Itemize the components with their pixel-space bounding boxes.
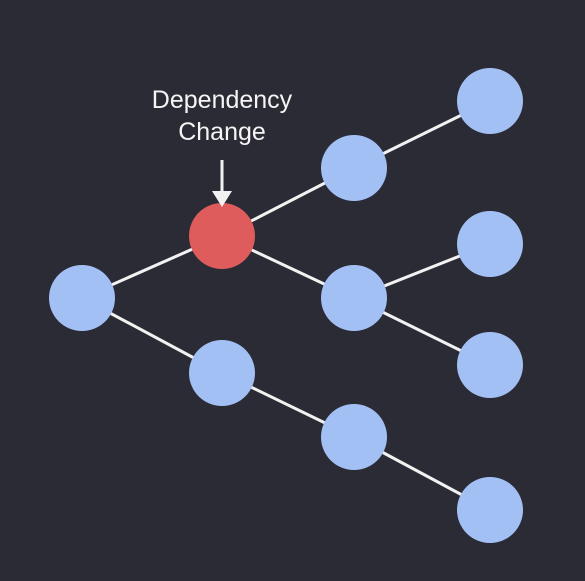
annotation-arrow-head-icon: [212, 191, 232, 207]
node-root: [49, 265, 115, 331]
annotation-group: Dependency Change: [152, 86, 293, 207]
node-b1: [457, 332, 523, 398]
nodes-group: [49, 68, 523, 543]
node-a3: [457, 68, 523, 134]
annotation-line-1: Dependency: [152, 86, 293, 114]
node-b: [189, 340, 255, 406]
node-b2: [321, 404, 387, 470]
node-a2: [321, 265, 387, 331]
node-b3: [457, 477, 523, 543]
node-changed: [189, 203, 255, 269]
edges-group: [81, 99, 491, 512]
annotation-line-2: Change: [178, 118, 266, 146]
node-a1: [321, 135, 387, 201]
node-a4: [457, 211, 523, 277]
